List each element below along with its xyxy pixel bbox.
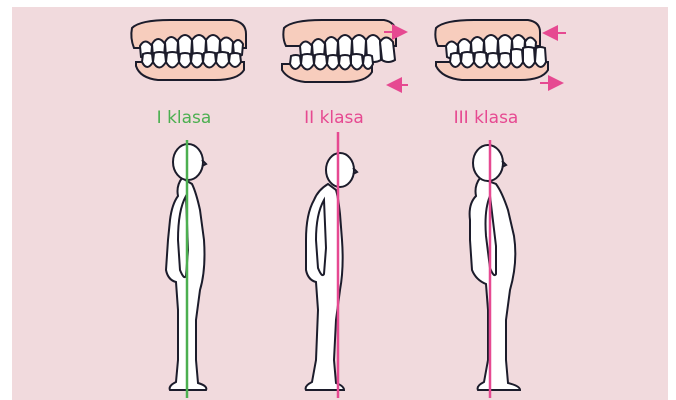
class-2-teeth <box>282 20 396 82</box>
class-2-figure <box>306 153 357 390</box>
body-outline <box>470 178 520 390</box>
class-3-label: III klasa <box>454 108 519 128</box>
class-2-label: II klasa <box>304 108 364 128</box>
class-3-group: III klasa <box>435 20 566 398</box>
class-3-figure <box>470 145 520 390</box>
class-2-group: II klasa <box>282 20 408 398</box>
class-3-teeth <box>435 20 548 80</box>
head <box>326 153 354 187</box>
class-1-group: I klasa <box>131 20 246 398</box>
lower-teeth <box>290 54 373 70</box>
class-1-label: I klasa <box>157 108 212 128</box>
head <box>473 145 503 181</box>
class-1-teeth <box>131 20 246 80</box>
